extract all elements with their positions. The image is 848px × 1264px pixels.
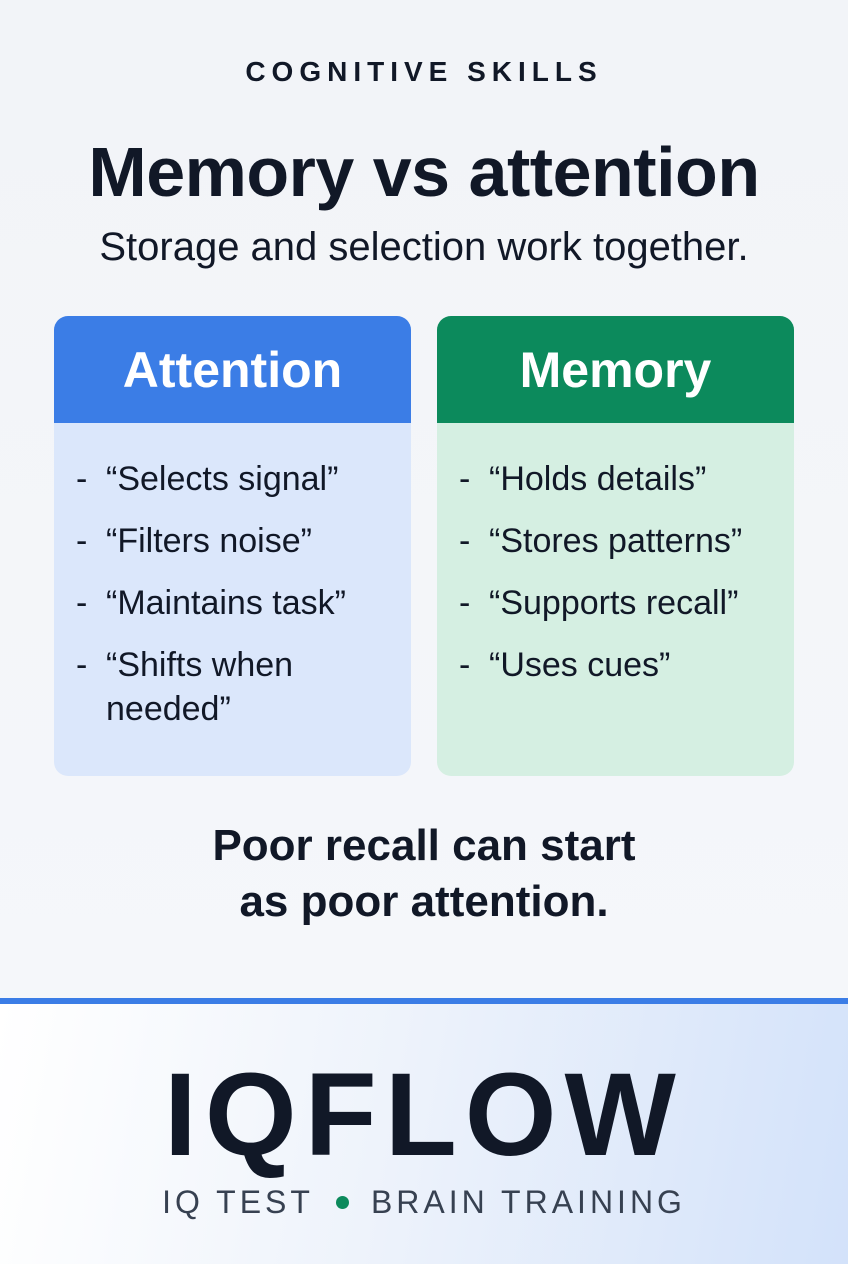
- dash-bullet: -: [76, 460, 88, 498]
- dash-bullet: -: [459, 522, 471, 560]
- list-item-text: “Shifts when needed”: [106, 646, 294, 728]
- dash-bullet: -: [76, 646, 88, 684]
- dash-bullet: -: [76, 584, 88, 622]
- dot-separator-icon: [335, 1196, 349, 1209]
- list-item: -“Uses cues”: [437, 643, 794, 687]
- list-item: -“Supports recall”: [437, 581, 794, 625]
- brand-tagline: IQ TEST BRAIN TRAINING: [0, 1184, 848, 1221]
- page-title: Memory vs attention: [88, 133, 760, 211]
- eyebrow-label: COGNITIVE SKILLS: [245, 56, 603, 87]
- list-item-text: “Selects signal”: [106, 460, 339, 498]
- dash-bullet: -: [459, 584, 471, 622]
- attention-card-heading: Attention: [54, 316, 411, 423]
- list-item: -“Filters noise”: [54, 519, 411, 563]
- list-item-text: “Uses cues”: [489, 646, 671, 684]
- takeaway-line-1: Poor recall can start: [212, 821, 636, 870]
- page-subtitle: Storage and selection work together.: [99, 225, 749, 269]
- attention-card: Attention -“Selects signal” -“Filters no…: [54, 316, 411, 776]
- list-item: -“Holds details”: [437, 457, 794, 501]
- memory-list: -“Holds details” -“Stores patterns” -“Su…: [437, 423, 794, 687]
- takeaway-text: Poor recall can start as poor attention.: [0, 818, 848, 930]
- dash-bullet: -: [459, 646, 471, 684]
- tagline-iq-test: IQ TEST: [162, 1184, 314, 1220]
- list-item: -“Selects signal”: [54, 457, 411, 501]
- list-item-text: “Supports recall”: [489, 584, 739, 622]
- tagline-brain-training: BRAIN TRAINING: [370, 1184, 686, 1220]
- memory-card: Memory -“Holds details” -“Stores pattern…: [437, 316, 794, 776]
- list-item-text: “Maintains task”: [106, 584, 346, 622]
- attention-list: -“Selects signal” -“Filters noise” -“Mai…: [54, 423, 411, 731]
- list-item-text: “Holds details”: [489, 460, 707, 498]
- content-area: COGNITIVE SKILLS Memory vs attention Sto…: [0, 0, 848, 1000]
- list-item: -“Stores patterns”: [437, 519, 794, 563]
- list-item: -“Shifts when needed”: [54, 643, 411, 731]
- takeaway-line-2: as poor attention.: [239, 877, 609, 926]
- dash-bullet: -: [459, 460, 471, 498]
- dash-bullet: -: [76, 522, 88, 560]
- brand-footer: IQFLOW IQ TEST BRAIN TRAINING: [0, 1004, 848, 1264]
- brand-logo: IQFLOW: [164, 1049, 684, 1181]
- list-item: -“Maintains task”: [54, 581, 411, 625]
- memory-card-heading: Memory: [437, 316, 794, 423]
- list-item-text: “Filters noise”: [106, 522, 312, 560]
- list-item-text: “Stores patterns”: [489, 522, 743, 560]
- footer-divider: [0, 998, 848, 1004]
